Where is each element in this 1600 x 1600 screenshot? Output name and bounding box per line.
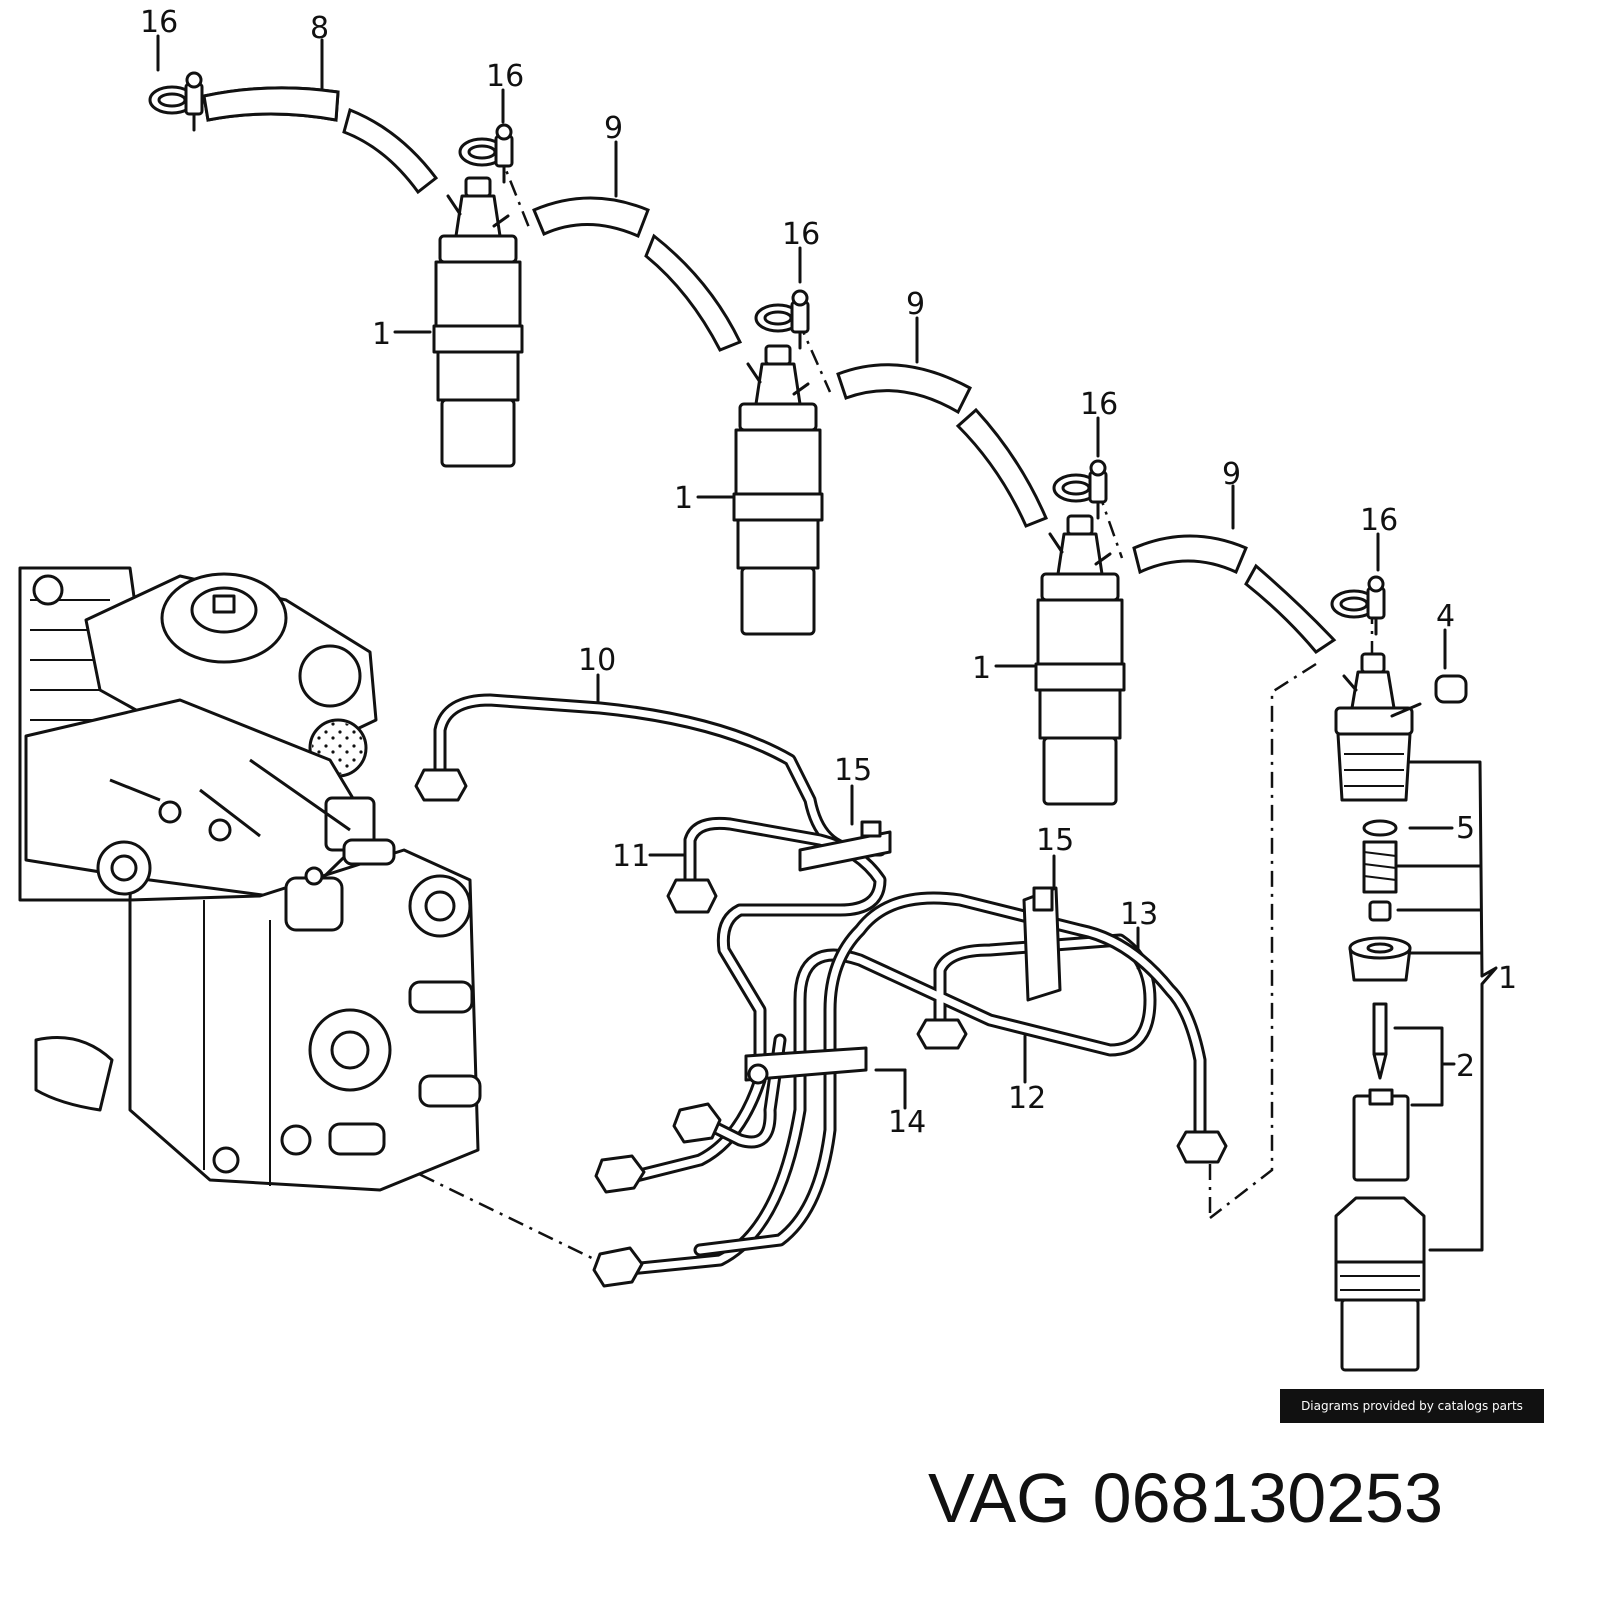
callout-10-pipe: 10 <box>578 643 616 678</box>
callout-12-pipe: 12 <box>1008 1081 1046 1116</box>
callout-4-cap: 4 <box>1436 599 1455 634</box>
callout-1-injector-1: 1 <box>372 317 391 352</box>
brand-name: VAG <box>928 1459 1071 1537</box>
callout-16-clamp-2: 16 <box>782 217 820 252</box>
callout-16-clamp-1: 16 <box>486 59 524 94</box>
callout-15-clip-b: 15 <box>1036 823 1074 858</box>
product-title: VAG 068130253 <box>928 1458 1558 1538</box>
exploded-injector <box>1334 652 1468 1372</box>
callout-13-pipe: 13 <box>1120 897 1158 932</box>
injection-pump <box>18 566 482 1192</box>
callout-9-hose-c: 9 <box>1222 457 1241 492</box>
callout-14-clip: 14 <box>888 1105 926 1140</box>
callout-9-hose-a: 9 <box>604 111 623 146</box>
callout-2-nozzle: 2 <box>1456 1049 1475 1084</box>
callout-1-injector-2: 1 <box>674 481 693 516</box>
callout-5-washer: 5 <box>1456 811 1475 846</box>
injector-pipes <box>414 693 1228 1288</box>
callout-16-clamp-3: 16 <box>1080 387 1118 422</box>
callout-16-clamp-top-left: 16 <box>140 5 178 40</box>
callout-labels: 16 8 16 9 1 16 9 1 16 9 16 1 4 5 1 2 10 … <box>140 5 1517 1140</box>
callout-1-injector-3: 1 <box>972 651 991 686</box>
diagram-credit-badge: Diagrams provided by catalogs parts <box>1280 1389 1544 1423</box>
part-number: 068130253 <box>1092 1459 1444 1537</box>
callout-15-clip-a: 15 <box>834 753 872 788</box>
callout-1-assembly: 1 <box>1498 961 1517 996</box>
callout-9-hose-b: 9 <box>906 287 925 322</box>
return-hoses <box>202 86 1337 654</box>
callout-8-hose: 8 <box>310 11 329 46</box>
callout-16-clamp-4: 16 <box>1360 503 1398 538</box>
callout-11-pipe: 11 <box>612 839 650 874</box>
